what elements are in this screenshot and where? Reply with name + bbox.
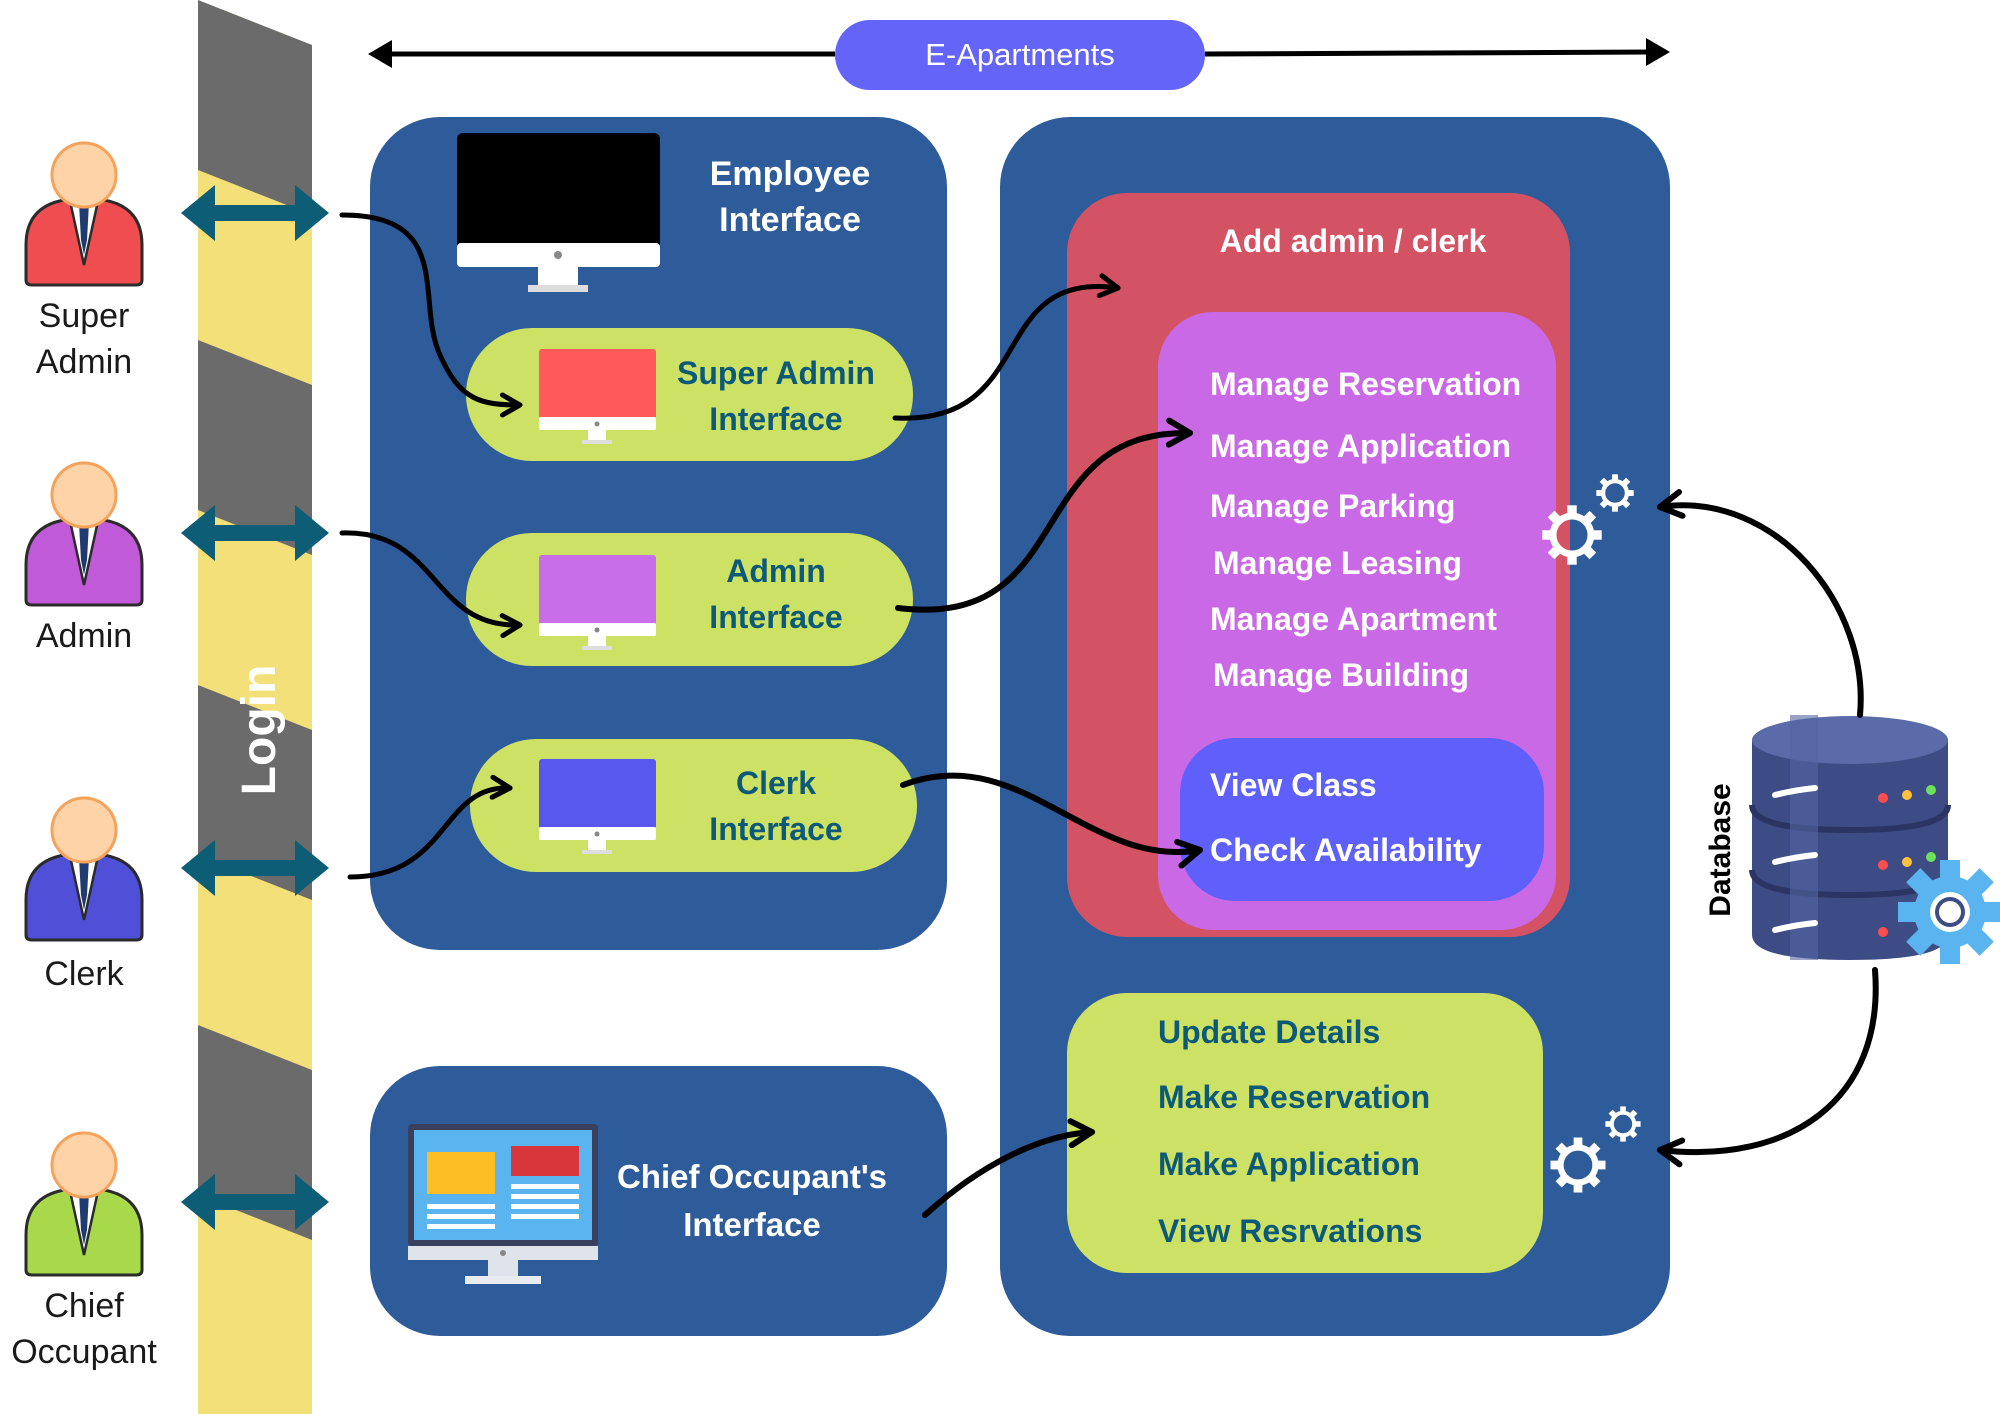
- connector-arrow: [900, 772, 1203, 869]
- clerk-function-item: Check Availability: [1210, 832, 1482, 868]
- login-arrows: [181, 185, 329, 1230]
- connector-arrow: [922, 1118, 1095, 1218]
- employee-panel: Employee Interface Super Admin Interface: [370, 117, 947, 950]
- header-pill: [835, 20, 1205, 90]
- admin-function-item: Manage Building: [1213, 657, 1469, 693]
- admin-interface: Admin Interface: [466, 533, 913, 666]
- connectors: [339, 212, 1879, 1218]
- person-icon: [24, 461, 144, 607]
- actor-chief-occupant: Chief Occupant: [11, 1131, 157, 1371]
- admin-function-item: Manage Leasing: [1213, 545, 1462, 581]
- clerk-function-item: View Class: [1210, 767, 1377, 803]
- occupant-function-item: Update Details: [1158, 1014, 1380, 1050]
- connector-arrow: [895, 417, 1193, 613]
- double-arrow-icon: [181, 505, 329, 561]
- actor-admin: Admin: [24, 461, 144, 655]
- connector-arrow: [339, 212, 523, 418]
- database-label: Database: [1704, 783, 1737, 916]
- occupant-box-background: [1067, 993, 1543, 1273]
- double-arrow-icon: [181, 1174, 329, 1230]
- admin-function-item: Manage Reservation: [1210, 366, 1521, 402]
- occupant-function-item: Make Application: [1158, 1146, 1420, 1182]
- interface-label: Interface: [709, 811, 842, 847]
- interface-label: Clerk: [736, 765, 816, 801]
- interface-label: Interface: [709, 599, 842, 635]
- monitor-icon: [539, 555, 656, 650]
- connector-arrow: [892, 273, 1121, 421]
- clerk-interface: Clerk Interface: [470, 739, 917, 872]
- interface-pill: [470, 739, 917, 872]
- actor-label: Clerk: [44, 955, 124, 993]
- interface-pill: [466, 533, 913, 666]
- occupant-box: Update Details Make Reservation Make App…: [1067, 993, 1543, 1273]
- actor-label: Admin: [36, 617, 132, 655]
- actor-super-admin: Super Admin: [24, 141, 144, 381]
- actor-label: Occupant: [11, 1333, 157, 1371]
- login-band: Login: [198, 0, 312, 1414]
- admin-box: Add admin / clerk Manage Reservation Man…: [1067, 193, 1570, 937]
- database-arrow: [1657, 967, 1879, 1168]
- interface-label: Interface: [709, 401, 842, 437]
- header: E-Apartments: [368, 20, 1670, 90]
- super-admin-interface: Super Admin Interface: [466, 328, 913, 461]
- monitor-icon: [457, 133, 660, 292]
- occupant-function-item: Make Reservation: [1158, 1079, 1430, 1115]
- admin-function-item: Manage Application: [1210, 428, 1511, 464]
- admin-box-title: Add admin / clerk: [1220, 223, 1487, 259]
- left-arrowhead: [368, 40, 392, 68]
- chief-panel-title: Interface: [683, 1206, 821, 1243]
- login-stripe: [198, 340, 312, 555]
- admin-function-item: Manage Apartment: [1210, 601, 1497, 637]
- interface-label: Super Admin: [677, 355, 875, 391]
- actor-clerk: Clerk: [24, 796, 144, 993]
- double-arrow-icon: [181, 185, 329, 241]
- computer-screen-icon: [408, 1124, 598, 1284]
- person-icon: [24, 141, 144, 287]
- login-stripe: [198, 685, 312, 900]
- actor-label: Super: [39, 297, 130, 335]
- connector-arrow: [339, 530, 523, 639]
- person-icon: [24, 1131, 144, 1277]
- clerk-functions-box: [1180, 738, 1544, 901]
- login-stripe: [198, 0, 312, 215]
- chief-panel-title: Chief Occupant's: [617, 1158, 887, 1195]
- monitor-icon: [539, 759, 656, 854]
- functions-panel: Add admin / clerk Manage Reservation Man…: [1000, 117, 1737, 1336]
- occupant-function-item: View Resrvations: [1158, 1213, 1422, 1249]
- employee-panel-title: Employee: [710, 155, 871, 193]
- double-arrow-icon: [181, 840, 329, 896]
- admin-function-item: Manage Parking: [1210, 488, 1455, 524]
- login-label: Login: [233, 665, 286, 796]
- interface-label: Admin: [726, 553, 826, 589]
- right-arrowhead: [1646, 38, 1670, 66]
- database-arrow: [1657, 489, 1864, 718]
- connector-arrow: [347, 774, 513, 880]
- gear-icon: [1898, 860, 2000, 964]
- actor-label: Admin: [36, 343, 132, 381]
- header-right-line: [1204, 49, 1659, 57]
- interface-pill: [466, 328, 913, 461]
- monitor-icon: [539, 349, 656, 444]
- actor-label: Chief: [44, 1287, 124, 1325]
- header-title: E-Apartments: [925, 37, 1115, 72]
- chief-occupant-panel: Chief Occupant's Interface: [370, 1066, 947, 1336]
- employee-panel-title: Interface: [719, 201, 861, 239]
- login-stripe: [198, 1025, 312, 1240]
- person-icon: [24, 796, 144, 942]
